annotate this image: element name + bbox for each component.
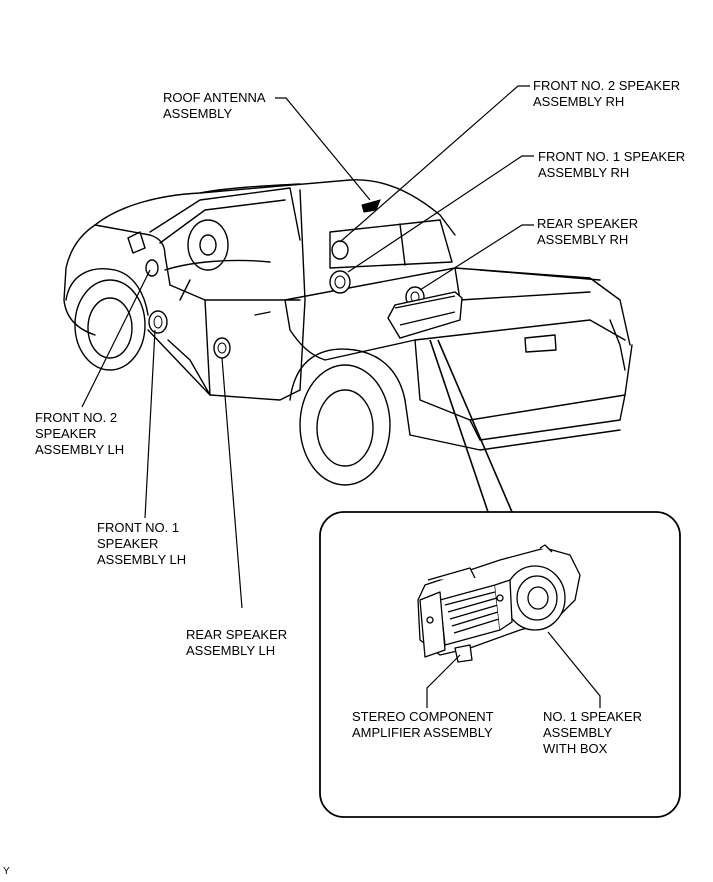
label-line: ASSEMBLY LH [35,442,125,457]
roof-antenna-part [361,199,381,213]
label-line: FRONT NO. 1 [97,520,180,535]
truck-illustration [63,179,633,486]
front-no1-speaker-rh-part [329,270,351,294]
label-line: ASSEMBLY RH [537,232,629,247]
label-no1-speaker-with-box: NO. 1 SPEAKER ASSEMBLY WITH BOX [543,709,642,757]
front-no1-speaker-lh-part [148,310,168,334]
label-line: ASSEMBLY RH [538,165,630,180]
label-line: ASSEMBLY LH [186,643,276,658]
label-line: SPEAKER [97,536,159,551]
label-line: ASSEMBLY RH [533,94,625,109]
label-line: REAR SPEAKER [186,627,288,642]
label-front-no2-speaker-rh: FRONT NO. 2 SPEAKER ASSEMBLY RH [533,78,680,110]
amplifier-speaker-box-detail [417,544,581,663]
front-no2-speaker-rh-part [331,240,349,260]
label-line: STEREO COMPONENT [352,709,494,724]
label-front-no2-speaker-lh: FRONT NO. 2 SPEAKER ASSEMBLY LH [35,410,124,458]
label-line: FRONT NO. 2 SPEAKER [533,78,681,93]
label-line: FRONT NO. 2 [35,410,118,425]
label-line: ROOF ANTENNA [163,90,266,105]
label-rear-speaker-lh: REAR SPEAKER ASSEMBLY LH [186,627,287,659]
label-line: ASSEMBLY [543,725,613,740]
label-roof-antenna-assembly: ROOF ANTENNA ASSEMBLY [163,90,266,122]
speaker-box-part [387,291,463,339]
speaker-parts [145,240,425,359]
label-line: REAR SPEAKER [537,216,639,231]
label-line: WITH BOX [543,741,608,756]
detail-inset-box [319,511,681,818]
label-line: AMPLIFIER ASSEMBLY [352,725,493,740]
label-line: FRONT NO. 1 SPEAKER [538,149,686,164]
label-front-no1-speaker-rh: FRONT NO. 1 SPEAKER ASSEMBLY RH [538,149,685,181]
label-rear-speaker-rh: REAR SPEAKER ASSEMBLY RH [537,216,638,248]
rear-speaker-lh-part [213,337,231,359]
label-line: ASSEMBLY LH [97,552,187,567]
label-front-no1-speaker-lh: FRONT NO. 1 SPEAKER ASSEMBLY LH [97,520,186,568]
corner-mark: Y [3,866,10,877]
label-line: NO. 1 SPEAKER [543,709,642,724]
label-line: ASSEMBLY [163,106,233,121]
leader-lines [81,85,534,609]
label-line: SPEAKER [35,426,97,441]
label-stereo-component-amplifier: STEREO COMPONENT AMPLIFIER ASSEMBLY [352,709,494,741]
